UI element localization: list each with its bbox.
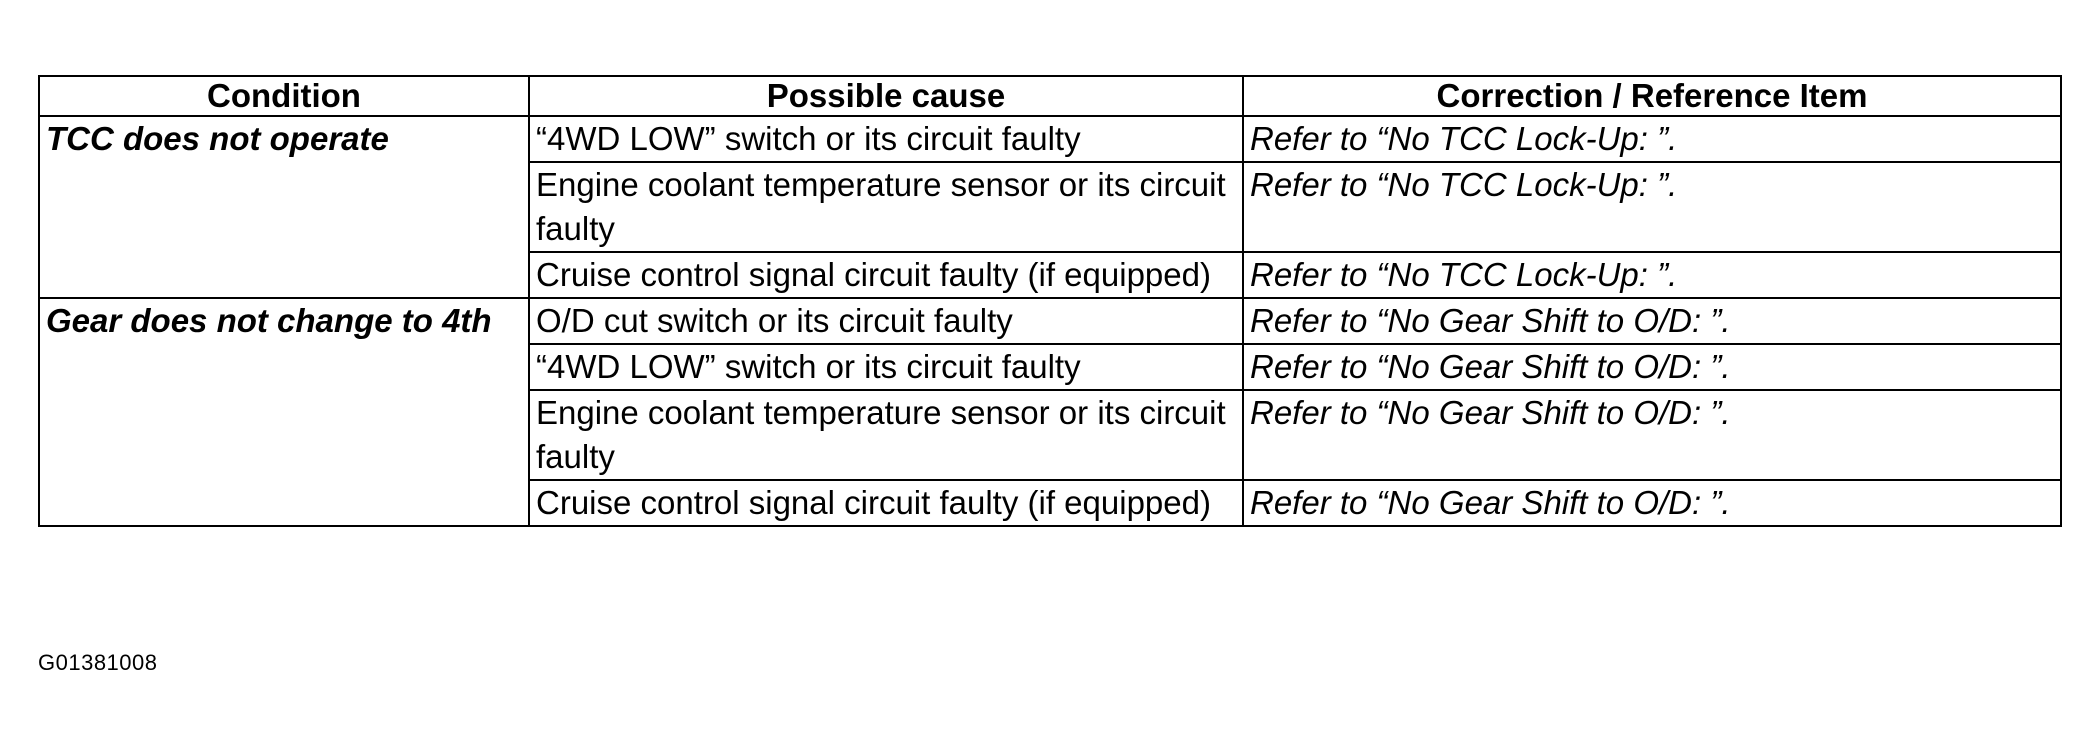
header-correction: Correction / Reference Item xyxy=(1242,75,2062,117)
table-row: Cruise control signal circuit faulty (if… xyxy=(39,251,2062,299)
table-header-row: Condition Possible cause Correction / Re… xyxy=(38,75,2062,117)
correction-cell: Refer to “No Gear Shift to O/D: ”. xyxy=(1242,343,2062,391)
condition-cell: TCC does not operate xyxy=(38,115,530,299)
table-row: Engine coolant temperature sensor or its… xyxy=(39,389,2062,481)
cause-cell: Engine coolant temperature sensor or its… xyxy=(528,389,1244,481)
table-row: Cruise control signal circuit faulty (if… xyxy=(39,479,2062,527)
correction-cell: Refer to “No Gear Shift to O/D: ”. xyxy=(1242,389,2062,481)
correction-cell: Refer to “No Gear Shift to O/D: ”. xyxy=(1242,479,2062,527)
figure-id: G01381008 xyxy=(38,650,158,675)
table-row: TCC does not operate “4WD LOW” switch or… xyxy=(38,115,2062,299)
header-possible-cause: Possible cause xyxy=(528,75,1244,117)
correction-cell: Refer to “No TCC Lock-Up: ”. xyxy=(1242,115,2062,163)
cause-cell: Cruise control signal circuit faulty (if… xyxy=(528,251,1244,299)
table-row: Engine coolant temperature sensor or its… xyxy=(39,161,2062,253)
cause-cell: “4WD LOW” switch or its circuit faulty xyxy=(528,115,1244,163)
header-condition: Condition xyxy=(38,75,530,117)
table-row: “4WD LOW” switch or its circuit faulty R… xyxy=(39,343,2062,391)
table-row: Gear does not change to 4th O/D cut swit… xyxy=(38,297,2062,527)
cause-cell: Cruise control signal circuit faulty (if… xyxy=(528,479,1244,527)
condition-cell: Gear does not change to 4th xyxy=(38,297,530,527)
correction-cell: Refer to “No Gear Shift to O/D: ”. xyxy=(1242,297,2062,345)
cause-cell: Engine coolant temperature sensor or its… xyxy=(528,161,1244,253)
correction-cell: Refer to “No TCC Lock-Up: ”. xyxy=(1242,161,2062,253)
diagnosis-table: Condition Possible cause Correction / Re… xyxy=(38,75,2062,527)
cause-cell: O/D cut switch or its circuit faulty xyxy=(528,297,1244,345)
correction-cell: Refer to “No TCC Lock-Up: ”. xyxy=(1242,251,2062,299)
cause-cell: “4WD LOW” switch or its circuit faulty xyxy=(528,343,1244,391)
